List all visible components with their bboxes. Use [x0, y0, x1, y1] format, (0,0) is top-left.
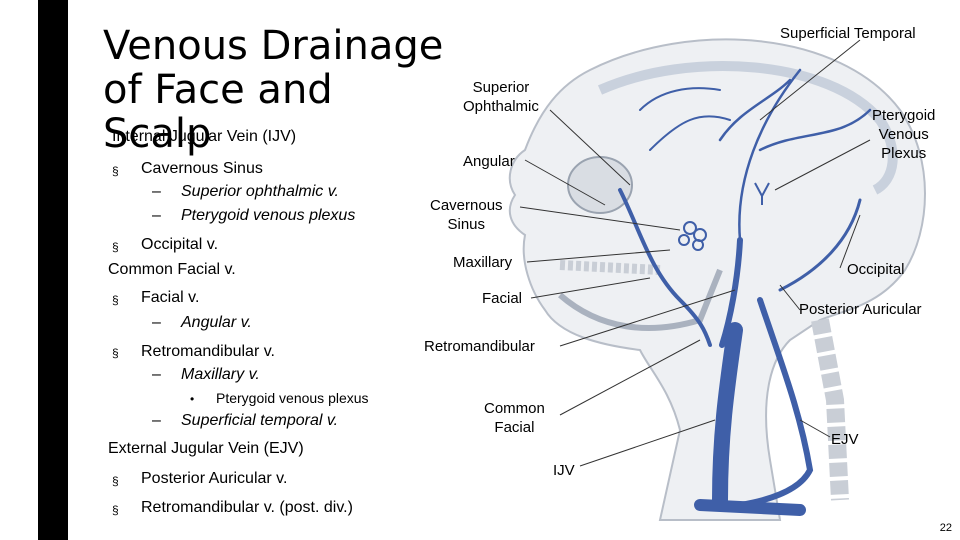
slide-title: Venous Drainage of Face and Scalp — [103, 23, 444, 157]
label-pterygoid-venous-plexus: Pterygoid Venous Plexus — [872, 107, 936, 162]
outline-post-auricular: Posterior Auricular v. — [141, 470, 288, 487]
label-cavernous-sinus: Cavernous Sinus — [430, 197, 503, 233]
square-bullet: § — [112, 346, 119, 360]
square-bullet: § — [112, 164, 119, 178]
head-neck-illustration — [508, 38, 926, 521]
cranial-vault — [597, 61, 898, 195]
dash-bullet: – — [152, 314, 161, 331]
outline-common-facial: Common Facial v. — [108, 261, 236, 278]
frontal-veins — [639, 87, 731, 151]
dash-bullet: – — [152, 366, 161, 383]
square-bullet: § — [112, 503, 119, 517]
slide-number: 22 — [939, 522, 952, 534]
label-common-facial: Common Facial — [484, 400, 545, 436]
occipital-vein — [778, 198, 862, 292]
outline-facial: Facial v. — [141, 289, 200, 306]
outline-retro-post: Retromandibular v. (post. div.) — [141, 499, 353, 516]
outline-occipital: Occipital v. — [141, 236, 219, 253]
dot-bullet: • — [190, 392, 195, 406]
retromandibular-vein — [719, 237, 743, 348]
leader-lines — [519, 39, 871, 467]
cervical-spine — [811, 318, 849, 501]
subclavian-vein — [694, 499, 806, 516]
venous-network — [618, 68, 872, 516]
ejv-heading: External Jugular Vein (EJV) — [108, 440, 304, 457]
label-ejv: EJV — [831, 431, 859, 448]
outline-maxillary: Maxillary v. — [181, 366, 260, 383]
label-superficial-temporal: Superficial Temporal — [780, 25, 916, 42]
label-superior-ophthalmic: Superior Ophthalmic — [463, 79, 539, 115]
mandible — [558, 268, 723, 331]
label-retromandibular: Retromandibular — [424, 338, 535, 355]
pterygoid-plexus-mesh — [678, 221, 707, 251]
label-ijv: IJV — [553, 462, 575, 479]
label-occipital: Occipital — [847, 261, 905, 278]
dash-bullet: – — [152, 183, 161, 200]
label-facial: Facial — [482, 290, 523, 307]
orbit — [567, 156, 633, 214]
outline-pterygoid-plexus-2: Pterygoid venous plexus — [216, 390, 369, 406]
left-accent-bar — [38, 0, 68, 540]
pterygoid-marker — [754, 182, 770, 205]
ijv-heading: Internal Jugular Vein (IJV) — [112, 128, 297, 145]
external-jugular-vein — [737, 297, 814, 508]
dash-bullet: – — [152, 207, 161, 224]
square-bullet: § — [112, 240, 119, 254]
outline-retromandibular: Retromandibular v. — [141, 343, 275, 360]
label-maxillary: Maxillary — [453, 254, 513, 271]
label-posterior-auricular: Posterior Auricular — [799, 301, 922, 318]
outline-angular: Angular v. — [181, 314, 252, 331]
superficial-temporal-vein — [718, 68, 872, 242]
square-bullet: § — [112, 293, 119, 307]
label-angular: Angular — [463, 153, 515, 170]
outline-pterygoid-plexus: Pterygoid venous plexus — [181, 207, 356, 224]
teeth — [559, 260, 661, 275]
dash-bullet: – — [152, 412, 161, 429]
facial-vein — [618, 188, 712, 347]
internal-jugular-vein — [712, 322, 743, 508]
outline-cavernous: Cavernous Sinus — [141, 160, 263, 177]
square-bullet: § — [112, 474, 119, 488]
outline-sup-temporal: Superficial temporal v. — [181, 412, 339, 429]
outline-sup-ophthalmic: Superior ophthalmic v. — [181, 183, 339, 200]
